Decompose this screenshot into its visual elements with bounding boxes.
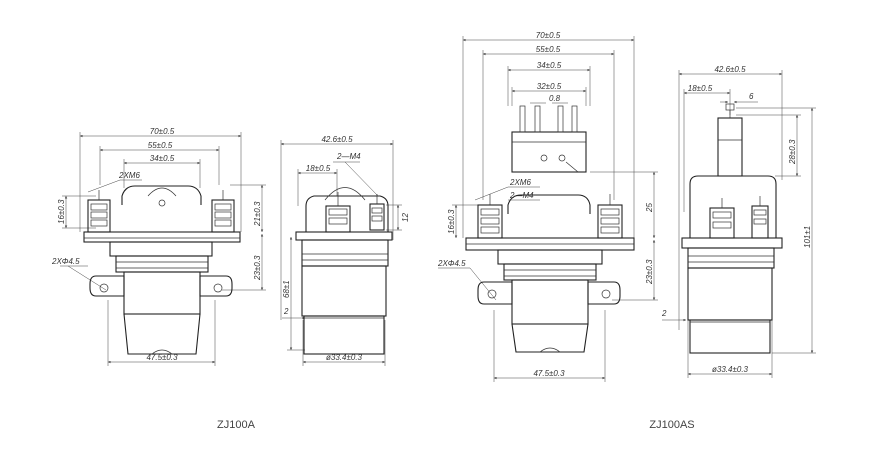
dim-terminal-thread: 2XM6 [118,171,140,180]
caption-zj100a: ZJ100A [217,419,256,431]
dim-overall-width-side: 42.6±0.5 [321,135,353,144]
dim-as-switch-width: 34±0.5 [537,61,562,70]
zj100as-side-terminal [709,198,735,239]
dim-body-height: 68±1 [282,280,291,298]
caption-zj100as: ZJ100AS [649,419,694,431]
zj100as-front-view: 70±0.5 55±0.5 34±0.5 32±0.5 0.8 2XM6 2—M… [437,31,658,382]
dim-aux-thread: 2—M4 [336,152,361,161]
zj100a-side-aux-terminal [369,194,385,231]
dim-as-overall-width: 70±0.5 [536,31,561,40]
dim-as-base-height: 23±0.3 [645,259,654,285]
dim-as-terminal-thread: 2XM6 [509,178,531,187]
zj100as-side-view: 42.6±0.5 18±0.5 6 28±0.3 101±1 2 ø33.4±0… [661,65,816,378]
dim-mount-spacing: 55±0.5 [148,141,173,150]
zj100a-side-terminal [325,192,351,233]
dim-as-side-overall-height: 101±1 [803,226,812,248]
dim-coil-diameter: ø33.4±0.3 [326,353,363,362]
zj100a-side-view: 42.6±0.5 18±0.5 2—M4 12 68±1 2 ø33.4±0.3 [280,135,410,366]
zj100as-terminal-right [597,194,623,239]
dim-as-mount-spacing: 55±0.5 [536,45,561,54]
dim-base-height: 23±0.3 [253,255,262,281]
dim-terminal-spacing: 34±0.5 [150,154,175,163]
zj100a-terminal-left [87,190,111,233]
dim-as-side-terminal-offset: 18±0.5 [688,84,713,93]
dim-overall-width: 70±0.5 [150,127,175,136]
dim-terminal-offset: 18±0.5 [306,164,331,173]
dim-flange-thickness: 2 [283,307,289,316]
dim-as-pin-width: 0.8 [549,94,561,103]
zj100as-micro-switch [511,105,587,173]
dim-foot-width: 47.5±0.3 [146,353,178,362]
zj100as-side-aux-terminal [751,196,769,239]
zj100as-terminal-left [477,194,503,239]
dim-as-switch-height: 25 [645,203,654,213]
dim-aux-height: 12 [401,213,410,222]
zj100a-front-view: 70±0.5 55±0.5 34±0.5 2XM6 16±0.3 21±0.3 … [51,127,266,366]
dim-as-mount-holes: 2XΦ4.5 [437,259,466,268]
dim-as-side-overall-width: 42.6±0.5 [714,65,746,74]
dim-as-side-coil-diameter: ø33.4±0.3 [712,365,749,374]
dim-as-side-pin-size: 6 [749,92,754,101]
dim-as-terminal-height: 16±0.3 [447,209,456,234]
dim-mount-holes: 2XΦ4.5 [51,257,80,266]
dim-as-side-switch-height: 28±0.3 [788,139,797,165]
dim-as-foot-width: 47.5±0.3 [533,369,565,378]
dim-as-side-flange-thickness: 2 [661,309,667,318]
dim-top-height: 21±0.3 [253,201,262,227]
zj100a-terminal-right [211,190,235,233]
dim-as-switch-pins: 32±0.5 [537,82,562,91]
dim-terminal-height: 16±0.3 [57,199,66,224]
